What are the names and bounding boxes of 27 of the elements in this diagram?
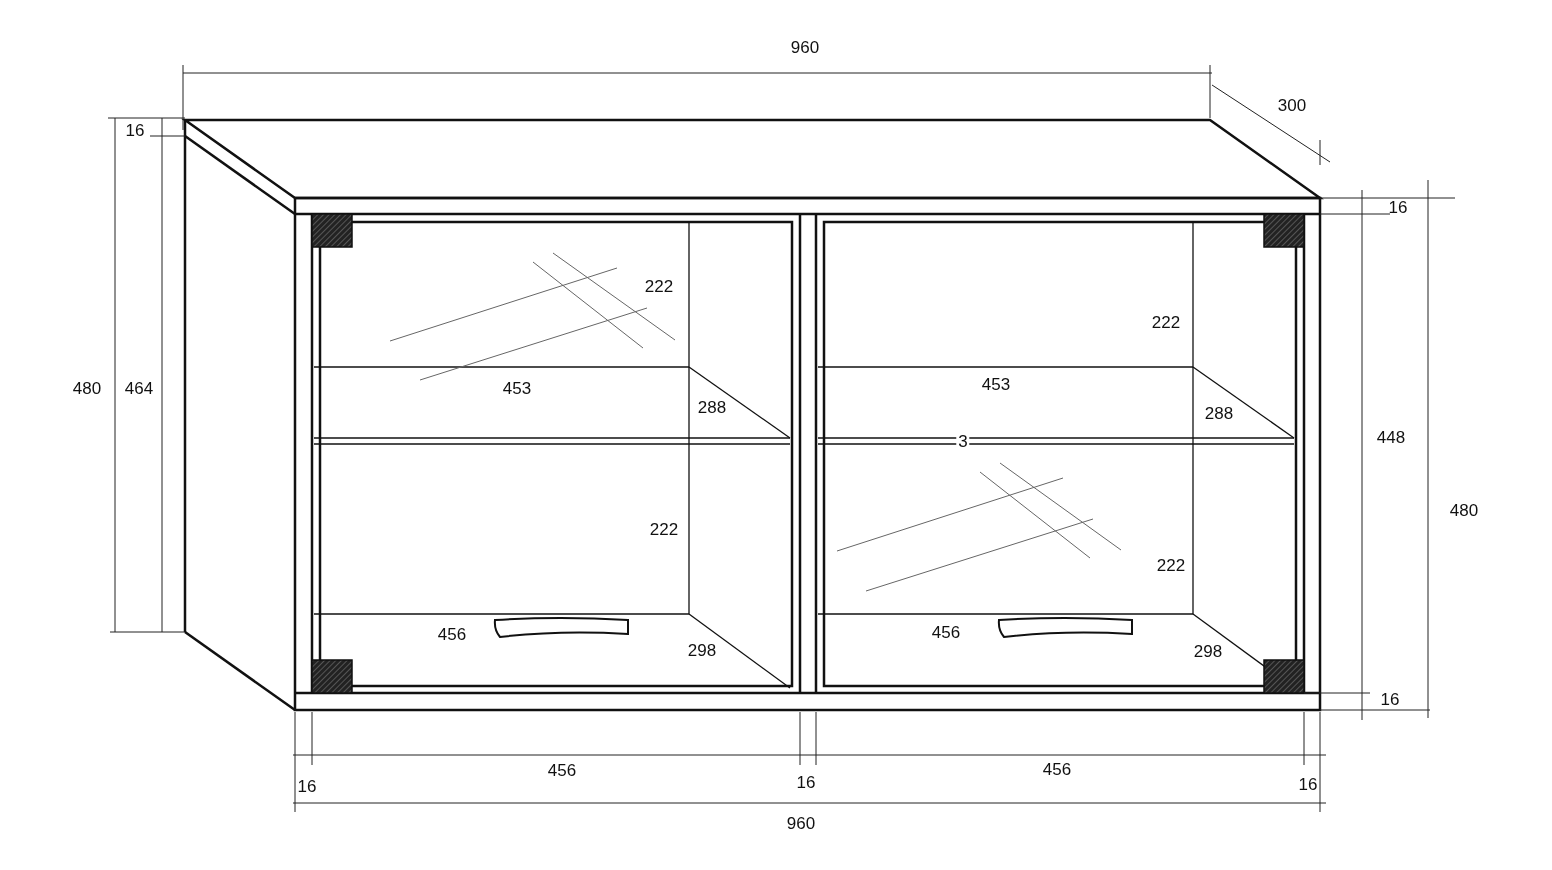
dimension-label: 456 [1041, 759, 1073, 779]
dimension-label: 16 [296, 776, 318, 796]
dimension-label: 222 [648, 519, 680, 539]
dimension-label: 222 [643, 276, 675, 296]
dimension-label: 288 [696, 397, 728, 417]
dimension-label: 456 [546, 760, 578, 780]
dimension-label: 960 [789, 37, 821, 57]
dimension-label: 480 [1448, 500, 1480, 520]
dimension-label: 16 [1297, 774, 1319, 794]
dimension-label: 222 [1155, 555, 1187, 575]
dimension-label: 16 [124, 120, 146, 140]
dimension-label: 456 [930, 622, 962, 642]
dimension-label: 960 [785, 813, 817, 833]
dimension-label: 300 [1276, 95, 1308, 115]
dimension-label: 288 [1203, 403, 1235, 423]
dimension-label: 464 [123, 378, 155, 398]
dimension-label: 456 [436, 624, 468, 644]
dimension-label: 298 [686, 640, 718, 660]
dimension-label: 480 [71, 378, 103, 398]
dimension-label: 16 [795, 772, 817, 792]
dimension-label: 448 [1375, 427, 1407, 447]
dimension-label: 16 [1379, 689, 1401, 709]
dimension-label: 222 [1150, 312, 1182, 332]
dimension-label: 298 [1192, 641, 1224, 661]
dimension-label: 453 [980, 374, 1012, 394]
dimension-label: 16 [1387, 197, 1409, 217]
dimension-label: 453 [501, 378, 533, 398]
